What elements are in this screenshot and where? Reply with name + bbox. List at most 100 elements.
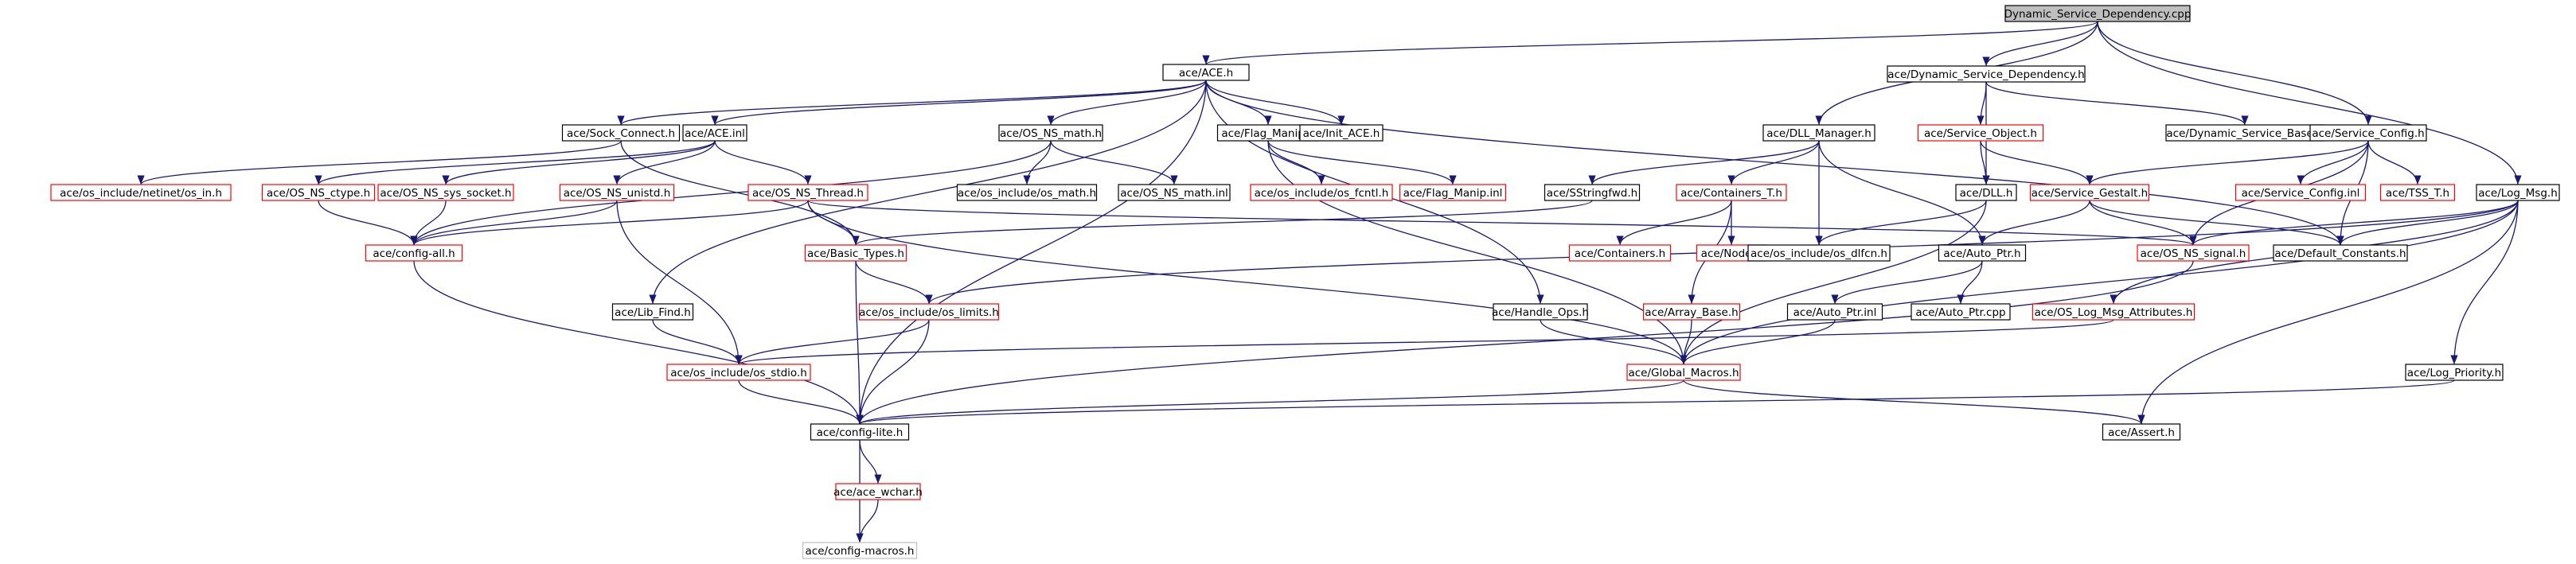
node-service-object[interactable]: ace/Service_Object.h (1917, 124, 2044, 142)
edge-dll_manager-to-containers_t (1727, 140, 1820, 185)
node-dsd-h[interactable]: ace/Dynamic_Service_Dependency.h (1887, 65, 2086, 83)
node-os-fcntl[interactable]: ace/os_include/os_fcntl.h (1250, 184, 1393, 201)
node-box (1917, 124, 2044, 142)
edge-ace_h-to-config_lite (856, 80, 1207, 425)
node-tss-t[interactable]: ace/TSS_T.h (2379, 184, 2456, 201)
node-box (2405, 364, 2504, 381)
node-label: ace/Service_Object.h (1924, 127, 2037, 140)
node-log-priority[interactable]: ace/Log_Priority.h (2405, 364, 2504, 381)
node-ace-wchar[interactable]: ace/ace_wchar.h (833, 483, 923, 500)
node-ace-h[interactable]: ace/ACE.h (1162, 64, 1250, 81)
edge-log_msg-to-default_constants (2336, 200, 2519, 246)
node-box (810, 423, 910, 441)
node-flag-manip-inl[interactable]: ace/Flag_Manip.inl (1399, 184, 1507, 201)
edge-os_ns_signal-to-config_lite (856, 260, 2194, 425)
node-label: ace/Assert.h (2108, 426, 2175, 439)
node-config-lite[interactable]: ace/config-lite.h (810, 423, 910, 441)
node-sstringfwd[interactable]: ace/SStringfwd.h (1544, 184, 1641, 201)
node-sock-connect[interactable]: ace/Sock_Connect.h (561, 124, 681, 142)
node-box (2032, 303, 2195, 321)
edge-service_config-to-tss_t (2367, 140, 2422, 185)
node-os-limits[interactable]: ace/os_include/os_limits.h (858, 303, 1000, 321)
node-box (1911, 303, 2011, 321)
edge-ace_inl-to-os_ns_ctype (314, 140, 716, 185)
node-os-ns-math-inl[interactable]: ace/OS_NS_math.inl (1118, 184, 1231, 201)
node-box (2029, 184, 2150, 201)
edge-os_ns_math-to-os_math (1023, 140, 1052, 185)
node-config-all[interactable]: ace/config-all.h (365, 244, 463, 262)
node-os-ns-unistd[interactable]: ace/OS_NS_unistd.h (559, 184, 675, 201)
node-containers-h[interactable]: ace/Containers.h (1568, 244, 1672, 262)
node-handle-ops[interactable]: ace/Handle_Ops.h (1492, 303, 1589, 321)
node-auto-ptr-inl[interactable]: ace/Auto_Ptr.inl (1786, 303, 1883, 321)
node-label: ace/ace_wchar.h (833, 486, 923, 499)
edge-handle_ops-to-global_macros (1540, 319, 1688, 365)
node-default-constants[interactable]: ace/Default_Constants.h (2273, 244, 2408, 262)
node-dll-h[interactable]: ace/DLL.h (1955, 184, 2017, 201)
node-label: ace/OS_NS_signal.h (2141, 247, 2246, 260)
node-service-config[interactable]: ace/Service_Config.h (2309, 124, 2427, 142)
edge-ace_inl-to-os_ns_unistd (613, 140, 716, 185)
node-box (747, 184, 868, 201)
node-os-stdio[interactable]: ace/os_include/os_stdio.h (666, 364, 811, 381)
node-dll-manager[interactable]: ace/DLL_Manager.h (1762, 124, 1875, 142)
node-service-config-inl[interactable]: ace/Service_Config.inl (2234, 184, 2367, 201)
edge-flag_manip-to-global_macros (1267, 140, 1688, 365)
edge-service_gestalt-to-auto_ptr (1978, 200, 2090, 246)
node-label: ace/Sock_Connect.h (567, 127, 675, 140)
node-config-macros[interactable]: ace/config-macros.h (802, 542, 918, 559)
node-os-ns-signal[interactable]: ace/OS_NS_signal.h (2137, 244, 2250, 262)
node-auto-ptr-cpp[interactable]: ace/Auto_Ptr.cpp (1911, 303, 2011, 321)
node-box (1250, 184, 1393, 201)
node-label: ace/os_include/os_stdio.h (670, 367, 807, 379)
node-os-ns-thread[interactable]: ace/OS_NS_Thread.h (747, 184, 868, 201)
node-os-ns-ctype[interactable]: ace/OS_NS_ctype.h (261, 184, 376, 201)
node-label: ace/Service_Config.h (2312, 127, 2424, 140)
node-label: ace/SStringfwd.h (1547, 187, 1637, 200)
node-label: ace/os_include/netinet/os_in.h (60, 187, 222, 200)
node-os-log-msg-attr[interactable]: ace/OS_Log_Msg_Attributes.h (2032, 303, 2195, 321)
node-log-msg[interactable]: ace/Log_Msg.h (2476, 184, 2560, 201)
node-label: ace/Service_Config.inl (2242, 187, 2360, 200)
edge-config_all-to-config_lite (413, 260, 864, 425)
edge-os_ns_thread-to-os_ns_signal (807, 200, 2196, 246)
node-box (561, 124, 681, 142)
edge-os_ns_unistd-to-config_all (410, 200, 618, 246)
node-dsb-h[interactable]: ace/Dynamic_Service_Base.h (2165, 124, 2324, 142)
node-init-ace[interactable]: ace/Init_ACE.h (1299, 124, 1384, 142)
node-label: ace/Default_Constants.h (2274, 247, 2406, 260)
node-assert-h[interactable]: ace/Assert.h (2102, 423, 2181, 441)
node-label: ace/Global_Macros.h (1628, 367, 1739, 379)
node-box (50, 184, 232, 201)
node-netinet-in[interactable]: ace/os_include/netinet/os_in.h (50, 184, 232, 201)
node-os-ns-math[interactable]: ace/OS_NS_math.h (998, 124, 1103, 142)
edge-ace_h-to-os_ns_math (1047, 80, 1207, 126)
node-basic-types[interactable]: ace/Basic_Types.h (804, 244, 907, 262)
node-label: ace/Array_Base.h (1645, 306, 1738, 319)
node-box (2102, 423, 2181, 441)
node-array-base[interactable]: ace/Array_Base.h (1642, 303, 1741, 321)
node-lib-find[interactable]: ace/Lib_Find.h (611, 303, 694, 321)
node-root[interactable]: Dynamic_Service_Dependency.cpp (2004, 5, 2192, 22)
node-label: ace/os_include/os_math.h (958, 187, 1096, 200)
edge-log_msg-to-assert_h (2137, 200, 2519, 425)
node-box (1887, 65, 2086, 83)
edge-dll_manager-to-sstringfwd (1588, 140, 1820, 185)
node-auto-ptr[interactable]: ace/Auto_Ptr.h (1938, 244, 2027, 262)
node-label: ace/config-all.h (373, 247, 455, 260)
edge-global_macros-to-config_lite (856, 379, 1684, 425)
edge-root-to-log_msg (2097, 21, 2522, 185)
node-label: ace/Init_ACE.h (1303, 127, 1380, 140)
node-containers-t[interactable]: ace/Containers_T.h (1676, 184, 1787, 201)
node-box (2137, 244, 2250, 262)
node-ace-inl[interactable]: ace/ACE.inl (682, 124, 747, 142)
node-box (365, 244, 463, 262)
node-label: ace/TSS_T.h (2386, 187, 2449, 200)
node-os-math[interactable]: ace/os_include/os_math.h (956, 184, 1098, 201)
node-box (2379, 184, 2456, 201)
edge-ace_inl-to-os_ns_thread (714, 140, 812, 185)
node-os-dlfcn[interactable]: ace/os_include/os_dlfcn.h (1747, 244, 1891, 262)
node-global-macros[interactable]: ace/Global_Macros.h (1626, 364, 1741, 381)
node-os-ns-sys-socket[interactable]: ace/OS_NS_sys_socket.h (377, 184, 514, 201)
node-service-gestalt[interactable]: ace/Service_Gestalt.h (2029, 184, 2150, 201)
